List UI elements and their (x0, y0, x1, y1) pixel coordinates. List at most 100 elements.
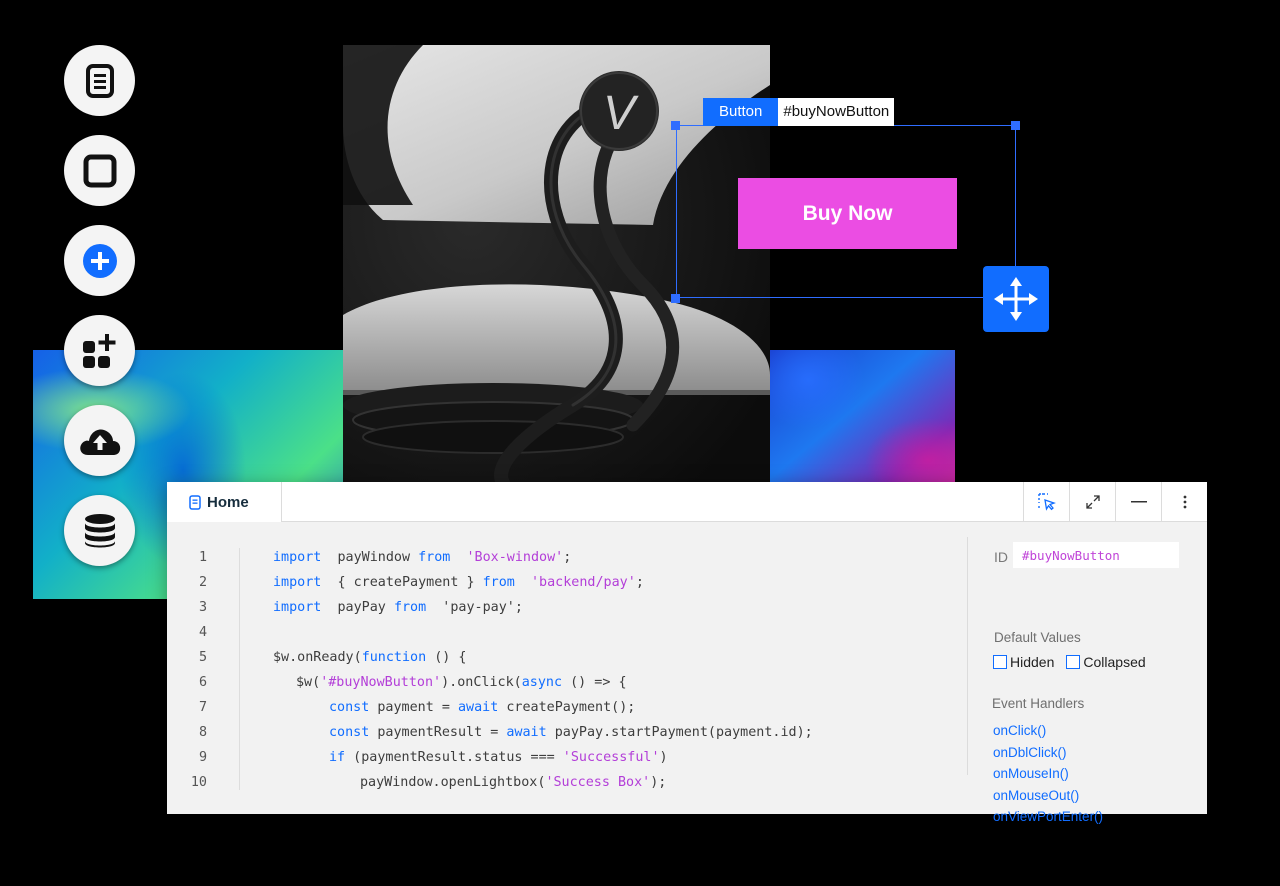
handler-onviewportenter[interactable]: onViewPortEnter() (993, 809, 1104, 824)
code-keyword: import (273, 550, 322, 565)
line-number: 7 (198, 700, 207, 715)
hidden-checkbox-label: Hidden (1010, 654, 1055, 670)
code-token: paymentResult = (369, 725, 507, 740)
id-label: ID (994, 549, 1008, 565)
more-icon (1183, 495, 1186, 509)
line-number: 6 (198, 675, 207, 690)
handler-onmouseout[interactable]: onMouseOut() (993, 788, 1080, 803)
code-token (515, 575, 531, 590)
code-keyword: from (418, 550, 451, 565)
code-line: 7 const payment = await createPayment(); (167, 698, 967, 718)
code-keyword: const (329, 700, 370, 715)
code-keyword: await (458, 700, 499, 715)
code-text: const paymentResult = await payPay.start… (329, 723, 813, 743)
code-text: if (paymentResult.status === 'Successful… (329, 748, 668, 768)
database-button[interactable] (64, 495, 135, 566)
code-token: () => { (562, 675, 627, 690)
upload-button[interactable] (64, 405, 135, 476)
code-text: $w.onReady(function () { (273, 648, 467, 668)
add-element-button[interactable] (64, 225, 135, 296)
pages-button[interactable] (64, 45, 135, 116)
code-text: payWindow.openLightbox('Success Box'); (360, 773, 666, 793)
default-values-row: Hidden Collapsed (993, 654, 1158, 670)
code-line: 8 const paymentResult = await payPay.star… (167, 723, 967, 743)
code-token (450, 550, 466, 565)
line-number: 2 (198, 575, 207, 590)
code-keyword: from (482, 575, 515, 590)
selection-tag: Button #buyNowButton (703, 98, 895, 126)
code-keyword: from (393, 600, 427, 615)
move-handle[interactable] (983, 266, 1049, 332)
square-icon (83, 154, 116, 187)
code-keyword: async (521, 675, 563, 690)
code-line: 2 import { createPayment } from 'backend/… (167, 573, 967, 593)
code-text: $w('#buyNowButton').onClick(async () => … (296, 673, 627, 693)
hidden-checkbox[interactable] (993, 655, 1007, 669)
element-type-label: Button (703, 98, 779, 126)
more-button[interactable] (1161, 482, 1207, 522)
line-number: 8 (198, 725, 207, 740)
code-line: 4 (167, 623, 967, 643)
element-id-label: #buyNowButton (778, 98, 895, 126)
code-string: 'Box-window' (466, 550, 564, 565)
line-number: 4 (198, 625, 207, 640)
tab-home[interactable]: Home (167, 482, 282, 522)
code-token: $w( (296, 675, 321, 690)
line-number: 10 (190, 775, 207, 790)
tab-home-label: Home (207, 493, 249, 511)
line-number: 5 (198, 650, 207, 665)
code-text: import payPay from 'pay-pay'; (273, 598, 523, 618)
panel-header: Home (167, 482, 1207, 522)
layout-button[interactable] (64, 135, 135, 206)
code-token: (paymentResult.status === (345, 750, 563, 765)
resize-handle-bottom-left[interactable] (671, 294, 680, 303)
code-keyword: await (506, 725, 547, 740)
buy-now-button[interactable]: Buy Now (738, 178, 957, 249)
code-string: 'Success Box' (545, 775, 651, 790)
code-keyword: function (361, 650, 427, 665)
code-text: const payment = await createPayment(); (329, 698, 635, 718)
select-element-icon (1037, 493, 1056, 511)
add-apps-button[interactable] (64, 315, 135, 386)
code-token: 'pay-pay'; (426, 600, 523, 615)
database-icon (84, 513, 115, 547)
code-line: 10 payWindow.openLightbox('Success Box'); (167, 773, 967, 793)
select-element-button[interactable] (1023, 482, 1069, 522)
collapsed-checkbox-label: Collapsed (1083, 654, 1146, 670)
code-keyword: import (273, 600, 322, 615)
handler-onclick[interactable]: onClick() (993, 723, 1047, 738)
logo-letter: V (603, 87, 639, 140)
gutter-divider (239, 548, 240, 790)
background-gradient-right (768, 350, 955, 483)
code-keyword: import (273, 575, 322, 590)
id-field[interactable] (1013, 542, 1179, 568)
line-number: 9 (198, 750, 207, 765)
handler-ondblclick[interactable]: onDblClick() (993, 745, 1067, 760)
cloud-upload-icon (79, 429, 120, 455)
move-arrows-icon (994, 277, 1038, 321)
code-text: import { createPayment } from 'backend/p… (273, 573, 644, 593)
code-string: 'Successful' (562, 750, 660, 765)
product-photo: V (343, 45, 770, 483)
add-icon (82, 243, 117, 278)
handler-onmousein[interactable]: onMouseIn() (993, 766, 1069, 781)
code-token: ).onClick( (441, 675, 522, 690)
code-token: payPay.startPayment(payment.id); (546, 725, 813, 740)
code-token: payPay (321, 600, 394, 615)
resize-handle-top-right[interactable] (1011, 121, 1020, 130)
resize-handle-top-left[interactable] (671, 121, 680, 130)
minimize-icon (1130, 501, 1147, 503)
code-line: 9 if (paymentResult.status === 'Successfu… (167, 748, 967, 768)
event-handlers-title: Event Handlers (992, 696, 1085, 711)
code-token: ) (659, 750, 668, 765)
code-token: ; (635, 575, 644, 590)
collapsed-checkbox[interactable] (1066, 655, 1081, 669)
default-values-title: Default Values (994, 630, 1081, 645)
minimize-button[interactable] (1115, 482, 1161, 522)
expand-button[interactable] (1069, 482, 1115, 522)
code-string: 'backend/pay' (531, 575, 636, 590)
properties-panel: ID Default Values Hidden Collapsed Event… (992, 522, 1192, 824)
